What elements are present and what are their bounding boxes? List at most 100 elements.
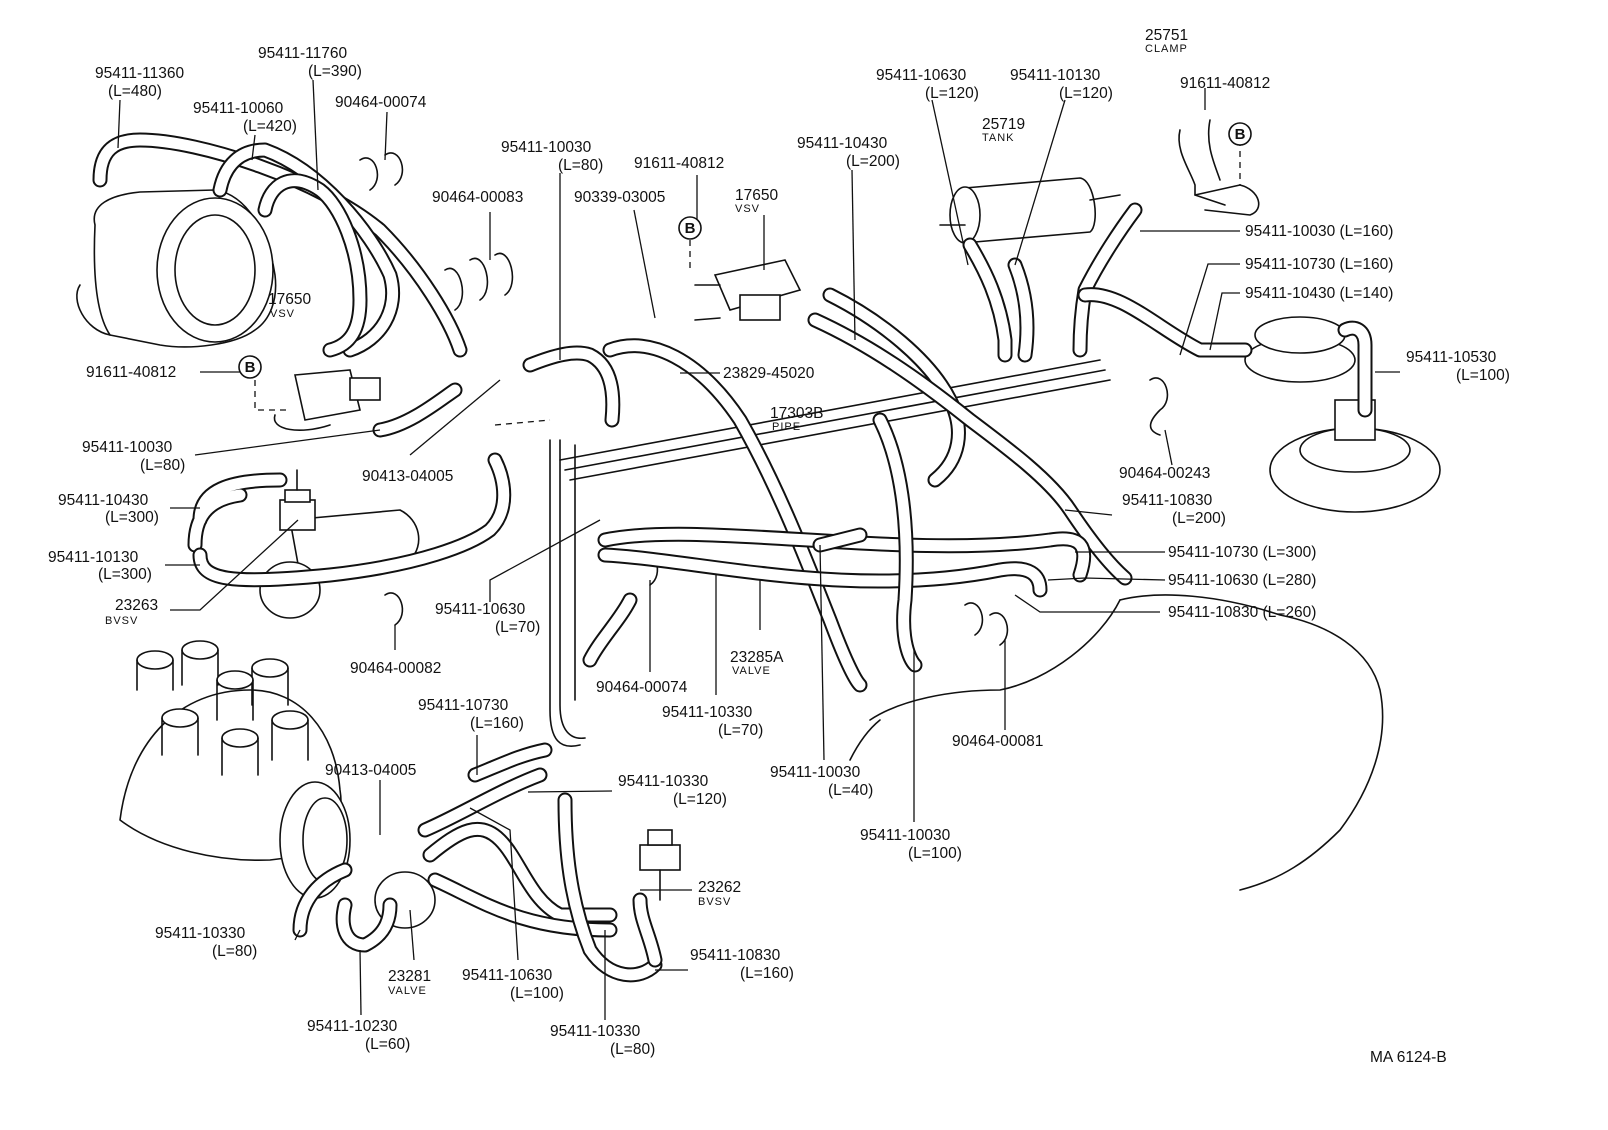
label-23285a-sub: VALVE xyxy=(732,665,771,677)
label-95411-10630-top-length: (L=120) xyxy=(925,85,979,102)
clip-group-90464-00081 xyxy=(964,602,1009,646)
label-91611-40812-center: 91611-40812 xyxy=(634,155,724,172)
label-95411-10730-l160-lower-length: (L=160) xyxy=(470,715,524,732)
label-95411-10530: 95411-10530 xyxy=(1406,349,1497,366)
clip-90464-00243 xyxy=(1149,377,1169,436)
label-25719: 25719 xyxy=(982,116,1025,133)
label-95411-10030-top: 95411-10030 xyxy=(501,139,592,156)
label-95411-10630-l70: 95411-10630 xyxy=(435,601,526,618)
label-95411-10330-l120-length: (L=120) xyxy=(673,791,727,808)
label-23262-sub: BVSV xyxy=(698,896,731,908)
pipe-assembly xyxy=(549,359,1111,747)
label-95411-10030-left: 95411-10030 xyxy=(82,439,173,456)
ref-b2-text: B xyxy=(685,220,696,237)
label-95411-11360: 95411-11360 xyxy=(95,65,184,82)
ref-b1-text: B xyxy=(245,359,256,376)
label-95411-10130-left: 95411-10130 xyxy=(48,549,139,566)
label-95411-10830-l200: 95411-10830 xyxy=(1122,492,1213,509)
label-95411-10130-left-length: (L=300) xyxy=(98,566,152,583)
label-17650-top-sub: VSV xyxy=(735,203,760,215)
label-23263-sub: BVSV xyxy=(105,615,138,627)
label-95411-10330-l70: 95411-10330 xyxy=(662,704,753,721)
label-95411-10730-l160-lower: 95411-10730 xyxy=(418,697,509,714)
label-25751: 25751 xyxy=(1145,27,1188,44)
label-95411-10630-l280: 95411-10630 (L=280) xyxy=(1168,572,1316,589)
label-95411-10030-l100-length: (L=100) xyxy=(908,845,962,862)
label-95411-10630-top: 95411-10630 xyxy=(876,67,967,84)
label-95411-10630-l100-length: (L=100) xyxy=(510,985,564,1002)
hoses xyxy=(92,132,1373,983)
label-95411-10730-l160: 95411-10730 (L=160) xyxy=(1245,256,1393,273)
label-95411-10830-l260: 95411-10830 (L=260) xyxy=(1168,604,1316,621)
line-art xyxy=(76,79,1441,1020)
label-95411-10030-l160: 95411-10030 (L=160) xyxy=(1245,223,1393,240)
label-95411-10060: 95411-10060 xyxy=(193,100,284,117)
label-90464-00243: 90464-00243 xyxy=(1119,465,1210,482)
label-17303b-sub: PIPE xyxy=(772,421,801,433)
label-17650-left: 17650 xyxy=(268,291,311,308)
clip-90464-00082 xyxy=(384,592,404,626)
label-95411-10030-l40: 95411-10030 xyxy=(770,764,861,781)
label-25751-sub: CLAMP xyxy=(1145,43,1188,55)
bvsv-23263 xyxy=(279,469,316,531)
ref-b3-text: B xyxy=(1235,126,1246,143)
label-90413-04005-top: 90413-04005 xyxy=(362,468,453,485)
ref-markers xyxy=(238,122,1252,379)
label-17650-left-sub: VSV xyxy=(270,308,295,320)
ref-marker-b-center xyxy=(678,216,702,240)
label-95411-10430-left-length: (L=300) xyxy=(105,509,159,526)
label-95411-10630-l100: 95411-10630 xyxy=(462,967,553,984)
label-91611-40812-left: 91611-40812 xyxy=(86,364,176,381)
label-90413-04005-lower: 90413-04005 xyxy=(325,762,416,779)
label-90339-03005: 90339-03005 xyxy=(574,189,665,206)
label-95411-10030-left-length: (L=80) xyxy=(140,457,185,474)
ref-marker-b-right xyxy=(1228,122,1252,146)
label-95411-10060-length: (L=420) xyxy=(243,118,297,135)
label-90464-00083: 90464-00083 xyxy=(432,189,523,206)
label-95411-10230: 95411-10230 xyxy=(307,1018,398,1035)
clamp-bracket xyxy=(1178,119,1260,216)
label-95411-10330-l80-left: 95411-10330 xyxy=(155,925,246,942)
label-90464-00081: 90464-00081 xyxy=(952,733,1043,750)
label-23281-sub: VALVE xyxy=(388,985,427,997)
part-labels: B B B 95411-11360 (L=480) 95411-11760 (L… xyxy=(48,27,1510,1066)
label-95411-10430-top: 95411-10430 xyxy=(797,135,888,152)
label-25719-sub: TANK xyxy=(982,132,1015,144)
label-23281: 23281 xyxy=(388,968,431,985)
label-90464-00082: 90464-00082 xyxy=(350,660,441,677)
vacuum-tank xyxy=(939,177,1121,244)
label-95411-10030-top-length: (L=80) xyxy=(558,157,603,174)
label-95411-11760: 95411-11760 xyxy=(258,45,347,62)
label-23829-45020: 23829-45020 xyxy=(723,365,815,382)
engine-block-outline xyxy=(849,594,1384,891)
label-95411-11760-length: (L=390) xyxy=(308,63,362,80)
distributor xyxy=(119,640,351,899)
label-95411-10330-l80-left-length: (L=80) xyxy=(212,943,257,960)
vsv-left xyxy=(273,369,381,431)
label-95411-10330-l80-bottom: 95411-10330 xyxy=(550,1023,641,1040)
bvsv-23262 xyxy=(639,829,681,901)
label-95411-10330-l80-bottom-length: (L=80) xyxy=(610,1041,655,1058)
label-95411-10830-l160-length: (L=160) xyxy=(740,965,794,982)
egr-valve xyxy=(1244,316,1441,513)
label-95411-10030-l40-length: (L=40) xyxy=(828,782,873,799)
label-23262: 23262 xyxy=(698,879,741,896)
label-95411-10430-l140: 95411-10430 (L=140) xyxy=(1245,285,1393,302)
label-17303b: 17303B xyxy=(770,405,823,422)
label-95411-10130-top: 95411-10130 xyxy=(1010,67,1101,84)
label-17650-top: 17650 xyxy=(735,187,778,204)
label-95411-10330-l70-length: (L=70) xyxy=(718,722,763,739)
clip-group-90464-00083 xyxy=(444,252,514,311)
label-23263: 23263 xyxy=(115,597,158,614)
label-90464-00074-top: 90464-00074 xyxy=(335,94,427,111)
diagram-id: MA 6124-B xyxy=(1370,1049,1447,1066)
vsv-top xyxy=(694,259,802,321)
label-23285a: 23285A xyxy=(730,649,784,666)
label-95411-10130-top-length: (L=120) xyxy=(1059,85,1113,102)
label-95411-10430-top-length: (L=200) xyxy=(846,153,900,170)
label-95411-10330-l120: 95411-10330 xyxy=(618,773,709,790)
label-95411-10830-l200-length: (L=200) xyxy=(1172,510,1226,527)
label-95411-10430-left: 95411-10430 xyxy=(58,492,149,509)
dashed-lines xyxy=(254,140,1241,426)
